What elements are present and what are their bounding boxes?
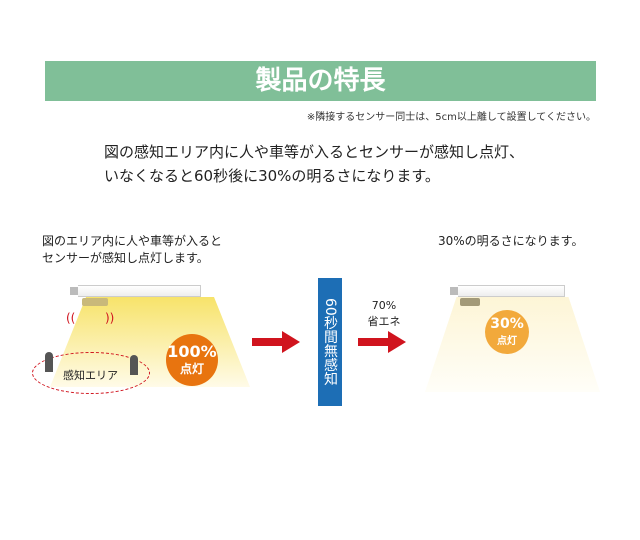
- energy-saving: 70% 省エネ: [364, 298, 404, 330]
- timer-no-detection: 60秒間無感知: [318, 278, 342, 406]
- led-tube-icon: [458, 285, 565, 297]
- tube-end-icon: [450, 287, 458, 295]
- tube-end-icon: [70, 287, 78, 295]
- lead-line-1: 図の感知エリア内に人や車等が入るとセンサーが感知し点灯、: [104, 143, 525, 161]
- left-caption: 図のエリア内に人や車等が入ると センサーが感知し点灯します。: [42, 233, 222, 267]
- energy-saving-pct: 70%: [371, 299, 397, 312]
- led-tube-icon: [78, 285, 201, 297]
- sensor-icon: [460, 298, 480, 306]
- badge-dim-pct: 30%: [490, 316, 524, 332]
- sensor-icon: [82, 298, 108, 306]
- lead-line-2: いなくなると60秒後に30%の明るさになります。: [104, 167, 440, 185]
- signal-wave-left-icon: ((: [66, 311, 76, 325]
- detection-area: [32, 352, 150, 394]
- badge-full-pct: 100%: [167, 342, 217, 361]
- badge-dim-label: 点灯: [497, 336, 517, 347]
- energy-saving-label: 省エネ: [367, 315, 401, 328]
- left-caption-line-1: 図のエリア内に人や車等が入ると: [42, 234, 223, 248]
- person-icon: [45, 352, 53, 372]
- lead-text: 図の感知エリア内に人や車等が入るとセンサーが感知し点灯、 いなくなると60秒後に…: [104, 140, 524, 188]
- badge-full-label: 点灯: [179, 362, 204, 376]
- arrow-right-icon: [252, 331, 300, 353]
- left-caption-line-2: センサーが感知し点灯します。: [42, 251, 209, 265]
- arrow-right-icon: [358, 331, 406, 353]
- install-note: ※隣接するセンサー同士は、5cm以上離して設置してください。: [306, 112, 596, 123]
- page-title: 製品の特長: [45, 61, 596, 101]
- person-icon: [130, 355, 138, 375]
- badge-full-brightness: 100% 点灯: [166, 334, 218, 386]
- signal-wave-right-icon: )): [105, 311, 115, 325]
- right-caption: 30%の明るさになります。: [438, 234, 584, 248]
- badge-dim-brightness: 30% 点灯: [485, 310, 529, 354]
- detection-area-label: 感知エリア: [63, 369, 118, 382]
